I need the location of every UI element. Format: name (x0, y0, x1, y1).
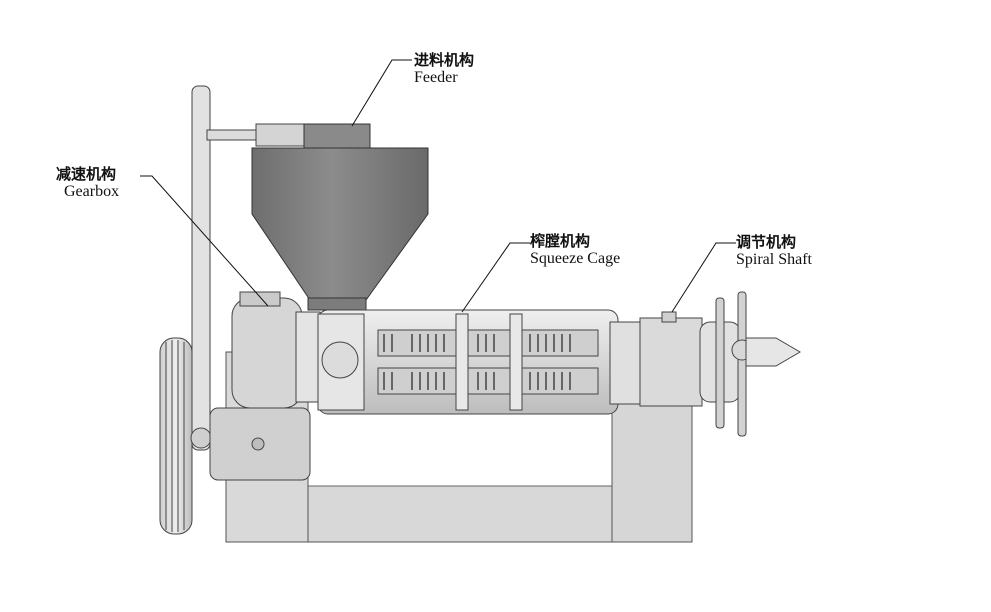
spiral-shaft-label: 调节机构 Spiral Shaft (736, 233, 812, 270)
belt-arm (190, 85, 309, 451)
screw-flights (383, 334, 571, 390)
spiral-leader (671, 242, 736, 313)
gearbox-label-zh: 减速机构 (56, 165, 117, 183)
spiral-shaft-adjuster (639, 291, 801, 437)
feeder-hopper (251, 123, 429, 311)
squeeze-cage-label-en: Squeeze Cage (530, 250, 621, 268)
feeder-label-en: Feeder (414, 69, 458, 87)
gearbox-label-en: Gearbox (64, 183, 120, 201)
squeeze-cage (317, 309, 641, 415)
feeder-label-zh: 进料机构 (414, 51, 475, 69)
spiral-shaft-label-zh: 调节机构 (736, 233, 797, 251)
gearbox-leader (140, 175, 269, 307)
spiral-shaft-label-en: Spiral Shaft (736, 251, 812, 269)
leader-lines (140, 59, 736, 313)
cage-leader (461, 242, 530, 313)
squeeze-cage-label-zh: 榨膛机构 (530, 232, 591, 250)
gearbox-label: 减速机构 Gearbox (56, 165, 120, 202)
feeder-leader (351, 59, 412, 127)
feeder-label: 进料机构 Feeder (414, 51, 475, 88)
gearbox (209, 291, 321, 481)
drive-pulley (159, 337, 193, 535)
squeeze-cage-label: 榨膛机构 Squeeze Cage (530, 232, 621, 269)
